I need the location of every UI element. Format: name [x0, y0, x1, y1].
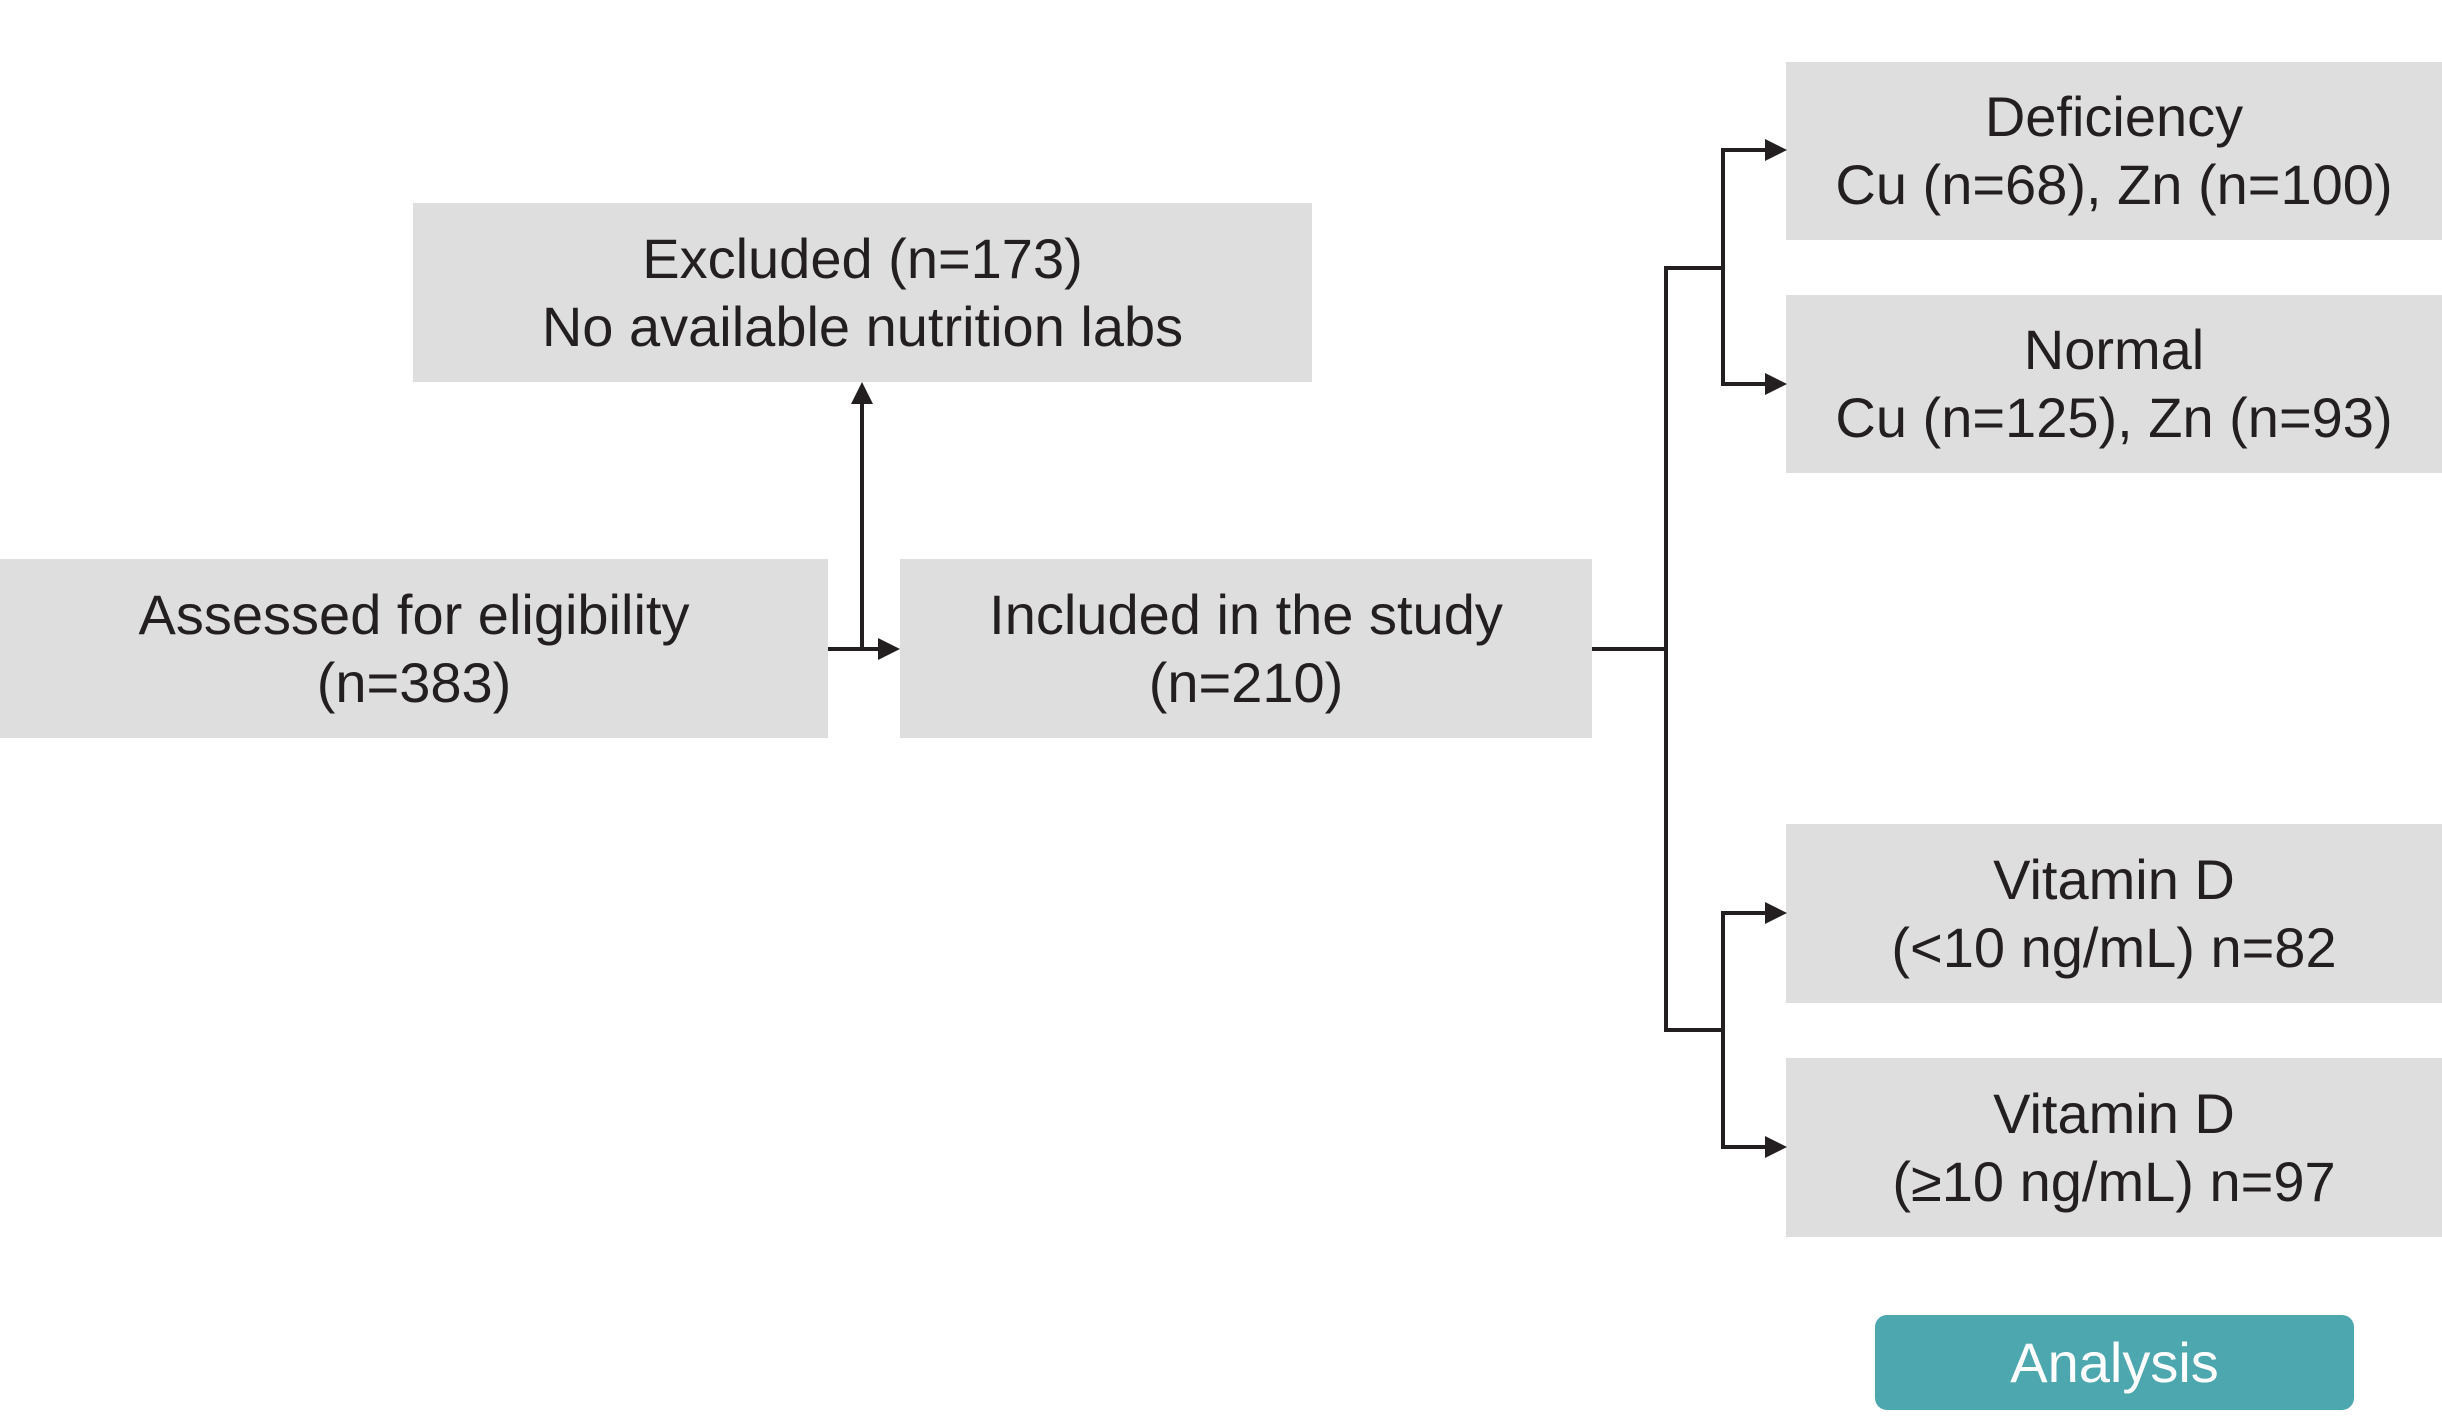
assessed-line2: (n=383)	[316, 650, 512, 714]
assessed-to-included-line	[828, 647, 880, 651]
deficiency-line1: Deficiency	[1984, 85, 2244, 148]
vitamin-d-low-line1: Vitamin D	[1993, 847, 2235, 911]
vitamin-d-low-arrowhead-icon	[1765, 902, 1787, 924]
vitamin-d-low-arrow-line	[1721, 911, 1767, 915]
deficiency-arrowhead-icon	[1765, 139, 1787, 161]
bottom-bracket-vertical-line	[1721, 911, 1725, 1149]
excluded-branch-line	[860, 400, 864, 651]
vitamin-d-high-line2: (≥10 ng/mL) n=97	[1892, 1149, 2336, 1213]
normal-arrowhead-icon	[1765, 373, 1787, 395]
deficiency-box: Deficiency Cu (n=68), Zn (n=100)	[1786, 62, 2442, 240]
excluded-arrowhead-icon	[851, 382, 873, 404]
vitamin-d-high-arrowhead-icon	[1765, 1136, 1787, 1158]
normal-line1: Normal	[2023, 318, 2205, 381]
assessed-to-included-arrowhead-icon	[878, 638, 900, 660]
normal-box: Normal Cu (n=125), Zn (n=93)	[1786, 295, 2442, 473]
excluded-box: Excluded (n=173) No available nutrition …	[413, 203, 1312, 382]
included-in-study-box: Included in the study (n=210)	[900, 559, 1592, 738]
excluded-line1: Excluded (n=173)	[642, 226, 1083, 290]
vitamin-d-low-box: Vitamin D (<10 ng/mL) n=82	[1786, 824, 2442, 1003]
vitamin-d-high-arrow-line	[1721, 1145, 1767, 1149]
deficiency-arrow-line	[1721, 148, 1767, 152]
top-bracket-stub-line	[1664, 266, 1723, 270]
included-line1: Included in the study	[989, 582, 1503, 646]
analysis-button: Analysis	[1875, 1315, 2354, 1410]
assessed-line1: Assessed for eligibility	[138, 582, 690, 646]
vitamin-d-low-line2: (<10 ng/mL) n=82	[1891, 915, 2337, 979]
vitamin-d-high-line1: Vitamin D	[1993, 1081, 2235, 1145]
included-line2: (n=210)	[1148, 650, 1344, 714]
top-bracket-vertical-line	[1721, 148, 1725, 386]
bottom-bracket-stub-line	[1664, 1028, 1723, 1032]
assessed-for-eligibility-box: Assessed for eligibility (n=383)	[0, 559, 828, 738]
deficiency-line2: Cu (n=68), Zn (n=100)	[1835, 153, 2393, 216]
vitamin-d-high-box: Vitamin D (≥10 ng/mL) n=97	[1786, 1058, 2442, 1237]
normal-arrow-line	[1721, 382, 1767, 386]
normal-line2: Cu (n=125), Zn (n=93)	[1835, 386, 2393, 449]
excluded-line2: No available nutrition labs	[541, 294, 1184, 358]
trunk-vertical-line	[1664, 266, 1668, 1032]
included-to-trunk-line	[1592, 647, 1666, 651]
